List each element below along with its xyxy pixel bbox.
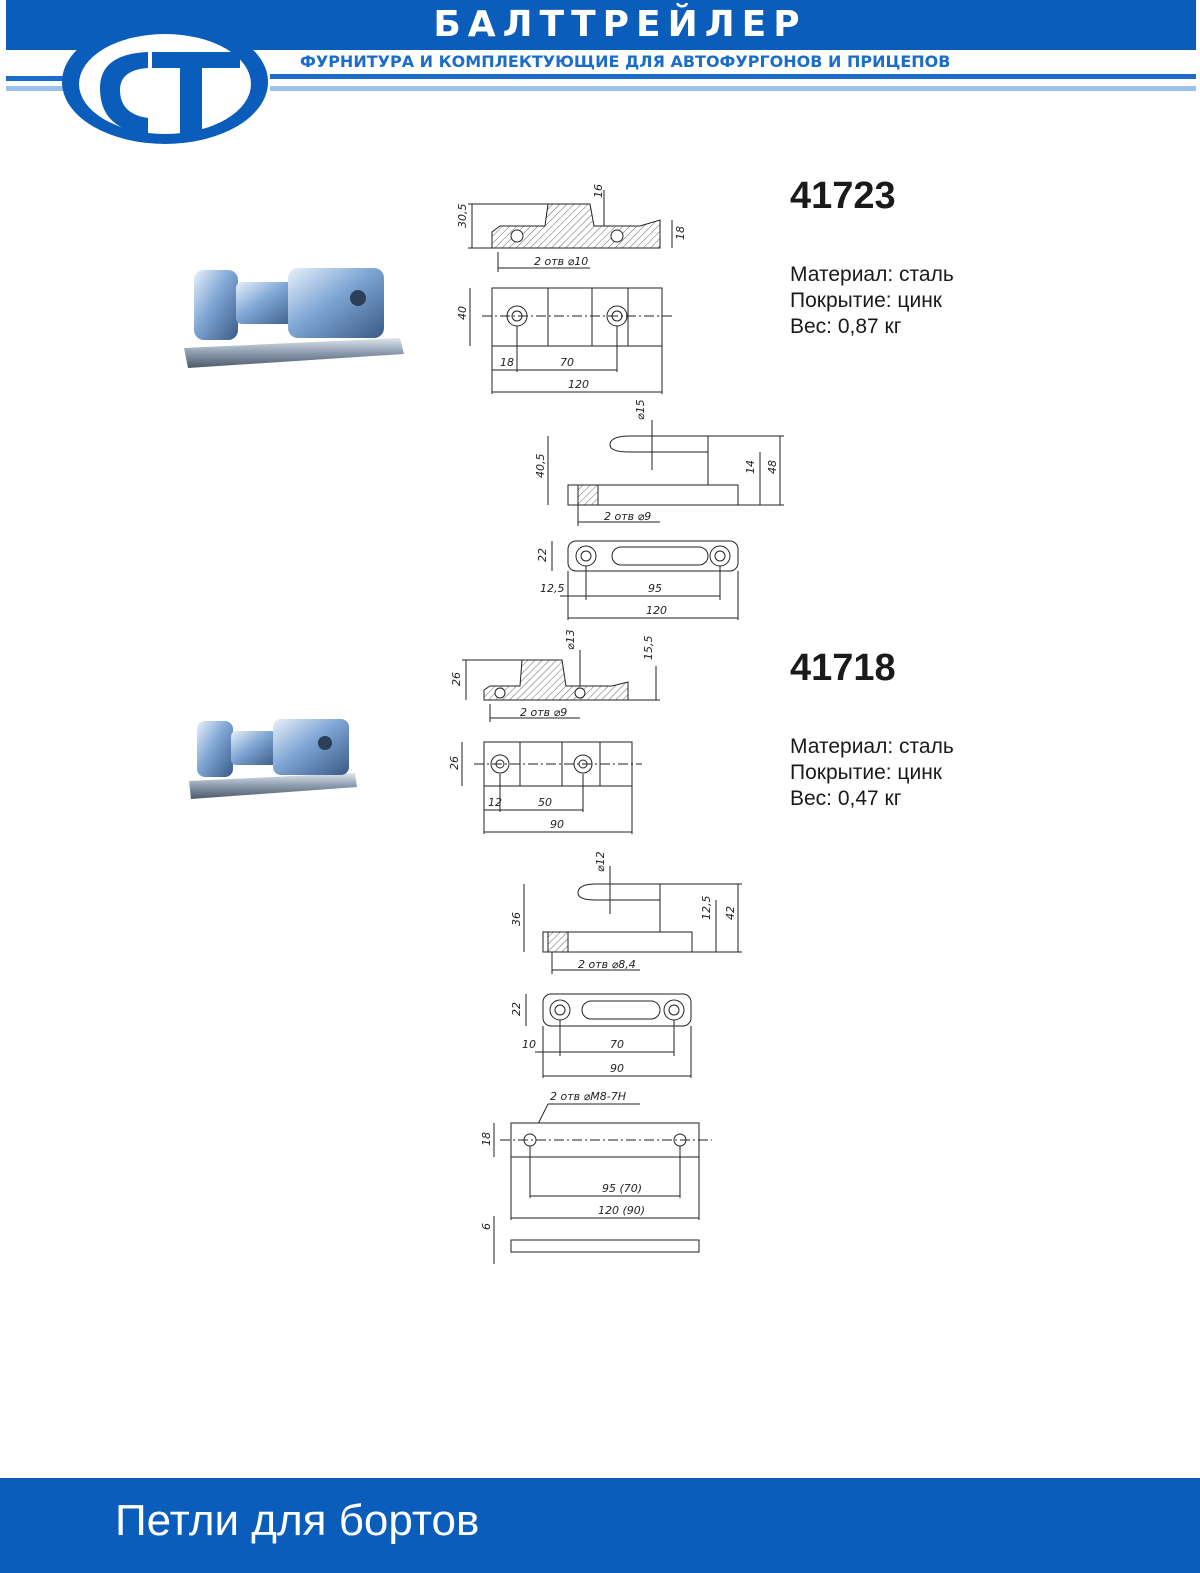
dim-label: 26 <box>450 672 463 686</box>
product-specs: Материал: сталь Покрытие: цинк Вес: 0,47… <box>790 734 954 812</box>
drawing-41718-upper-side: ⌀13 26 15,5 2 отв ⌀9 <box>450 629 660 722</box>
dim-label: 14 <box>744 460 757 474</box>
dim-label: 50 <box>538 796 552 809</box>
dim-label: 95 <box>648 582 662 595</box>
dim-label: ⌀15 <box>634 399 647 420</box>
dim-label: 90 <box>550 818 564 831</box>
drawing-41723-lower-top: 22 12,5 95 120 <box>536 540 739 620</box>
dim-label: 2 отв ⌀10 <box>534 255 588 268</box>
footer: Петли для бортов <box>0 1478 1200 1573</box>
spec-material: Материал: сталь <box>790 263 954 286</box>
dim-label: 18 <box>500 356 514 369</box>
dim-label: 120 (90) <box>598 1204 645 1217</box>
page-title: Петли для бортов <box>115 1496 480 1545</box>
dim-label: 70 <box>610 1038 624 1051</box>
drawing-41723-lower-side: ⌀15 40,5 14 48 2 отв ⌀9 <box>534 399 784 526</box>
header: БАЛТТРЕЙЛЕР ФУРНИТУРА И КОМПЛЕКТУЮЩИЕ ДЛ… <box>0 0 1200 150</box>
drawing-41723-upper-side: 30,5 16 18 2 отв ⌀10 <box>456 184 687 272</box>
hinge-41723-photo <box>184 268 404 368</box>
dim-label: 26 <box>448 756 461 770</box>
dim-label: 42 <box>724 906 737 920</box>
drawing-41718-lower-side: ⌀12 36 12,5 42 2 отв ⌀8,4 <box>510 851 742 974</box>
dim-label: 2 отв ⌀9 <box>520 706 567 719</box>
dim-label: 10 <box>522 1038 536 1051</box>
dim-label: 30,5 <box>456 204 469 229</box>
dim-label: 12,5 <box>540 582 565 595</box>
dim-label: 15,5 <box>642 636 655 661</box>
spec-weight: Вес: 0,87 кг <box>790 315 902 338</box>
dim-label: 2 отв ⌀8,4 <box>578 958 636 971</box>
dim-label: 12 <box>488 796 502 809</box>
dim-label: 120 <box>646 604 667 617</box>
brand-tagline: ФУРНИТУРА И КОМПЛЕКТУЮЩИЕ ДЛЯ АВТОФУРГОН… <box>300 52 951 71</box>
hinge-41718-photo <box>189 719 357 799</box>
dim-label: ⌀13 <box>564 629 577 650</box>
dim-label: 16 <box>592 184 605 198</box>
dim-label: 18 <box>480 1132 493 1146</box>
dim-label: 22 <box>510 1002 523 1016</box>
dim-label: 18 <box>674 226 687 240</box>
dim-label: 95 (70) <box>602 1182 642 1195</box>
drawing-41718-upper-top: 26 12 50 90 <box>448 741 642 834</box>
dim-label: 90 <box>610 1062 624 1075</box>
header-stripe <box>270 86 1196 91</box>
dim-label: 120 <box>568 378 589 391</box>
dim-label: 70 <box>560 356 574 369</box>
product-specs: Материал: сталь Покрытие: цинк Вес: 0,87… <box>790 262 954 340</box>
dim-label: ⌀12 <box>594 851 607 872</box>
drawing-41723-upper-top: 40 18 70 120 <box>456 287 672 394</box>
dim-label: 12,5 <box>700 896 713 921</box>
dim-label: 40,5 <box>534 454 547 479</box>
dim-label: 48 <box>766 460 779 474</box>
spec-coating: Покрытие: цинк <box>790 761 942 784</box>
product-code: 41723 <box>790 175 896 217</box>
drawing-41718-lower-top: 22 10 70 90 <box>510 993 692 1078</box>
spec-material: Материал: сталь <box>790 735 954 758</box>
dim-label: 2 отв ⌀9 <box>604 510 651 523</box>
technical-drawings: 30,5 16 18 2 отв ⌀10 40 18 70 120 ⌀15 40… <box>448 184 784 1264</box>
dim-label: 40 <box>456 306 469 320</box>
product-code: 41718 <box>790 647 896 689</box>
header-stripe <box>6 86 76 91</box>
header-stripe <box>6 76 76 81</box>
dim-label: 22 <box>536 548 549 562</box>
dim-label: 36 <box>510 912 523 926</box>
header-stripe <box>270 74 1196 79</box>
bt-logo-icon <box>62 20 268 144</box>
spec-coating: Покрытие: цинк <box>790 289 942 312</box>
drawing-plate: 2 отв ⌀M8-7H 18 95 (70) 120 (90) 6 <box>480 1090 712 1264</box>
dim-label: 2 отв ⌀M8-7H <box>550 1090 626 1103</box>
spec-weight: Вес: 0,47 кг <box>790 787 902 810</box>
brand-name: БАЛТТРЕЙЛЕР <box>433 4 807 45</box>
dim-label: 6 <box>480 1223 493 1230</box>
